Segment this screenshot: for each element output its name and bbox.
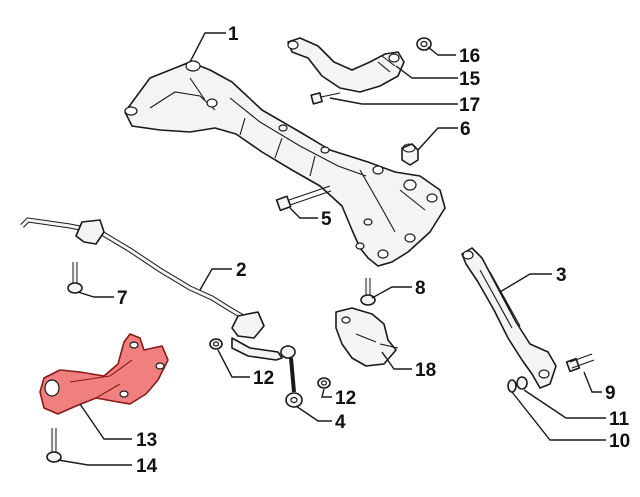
callout-1: 1 [228, 24, 239, 45]
bushing [401, 143, 419, 166]
stabilizer-bar [20, 217, 265, 339]
leader-18 [381, 351, 412, 370]
callout-8: 8 [415, 278, 426, 299]
leader-14 [57, 459, 132, 466]
callout-10: 10 [609, 431, 630, 452]
leader-11 [523, 389, 606, 419]
shield-bolt [360, 278, 376, 306]
callout-5: 5 [321, 209, 332, 230]
callout-9: 9 [605, 383, 616, 404]
leader-6 [417, 127, 458, 151]
leader-4 [295, 405, 332, 422]
leader-12a [217, 349, 250, 378]
leader-7 [77, 291, 114, 298]
arm-bolt [565, 353, 595, 373]
leader-8 [371, 286, 412, 299]
callout-6: 6 [460, 119, 471, 140]
callout-13: 13 [136, 430, 157, 451]
stabilizer-link [231, 337, 303, 408]
leader-17 [329, 97, 458, 105]
link-nut-upper [209, 338, 223, 350]
control-arm-nut [416, 37, 432, 51]
hub-support [39, 333, 169, 415]
callout-18: 18 [415, 360, 436, 381]
callout-16: 16 [459, 46, 480, 67]
leader-12b [321, 388, 332, 398]
callout-11: 11 [609, 409, 630, 430]
leader-1 [189, 32, 226, 63]
callout-15: 15 [459, 69, 481, 90]
leader-2 [199, 268, 232, 291]
bracket-bolt [67, 262, 83, 294]
heat-shield [335, 307, 399, 367]
nut [516, 376, 528, 390]
leader-lines [57, 32, 606, 466]
callout-4: 4 [335, 412, 346, 433]
rear-crossmember [124, 60, 446, 267]
leader-16 [427, 46, 456, 56]
leader-3 [499, 273, 552, 293]
callout-12a: 12 [253, 368, 274, 389]
upper-control-arm [287, 37, 405, 93]
crossmember-bolt [275, 185, 332, 212]
link-nut-lower [317, 377, 331, 389]
leader-15 [395, 65, 458, 79]
callout-2: 2 [236, 260, 247, 281]
callout-labels: 1 16 15 17 6 5 2 7 8 3 12 18 12 4 9 11 1… [117, 24, 630, 477]
leader-13 [79, 403, 132, 440]
callout-17: 17 [459, 95, 480, 116]
callout-14: 14 [136, 456, 158, 477]
leader-5 [289, 207, 318, 219]
trailing-arm [461, 247, 557, 389]
leader-10 [511, 391, 606, 441]
leader-9 [583, 371, 602, 393]
callout-7: 7 [117, 288, 128, 309]
callout-3: 3 [556, 265, 567, 286]
control-arm-bolt [310, 92, 341, 105]
hub-support-bolt [46, 428, 62, 463]
washer [507, 379, 517, 393]
callout-12b: 12 [335, 388, 356, 409]
